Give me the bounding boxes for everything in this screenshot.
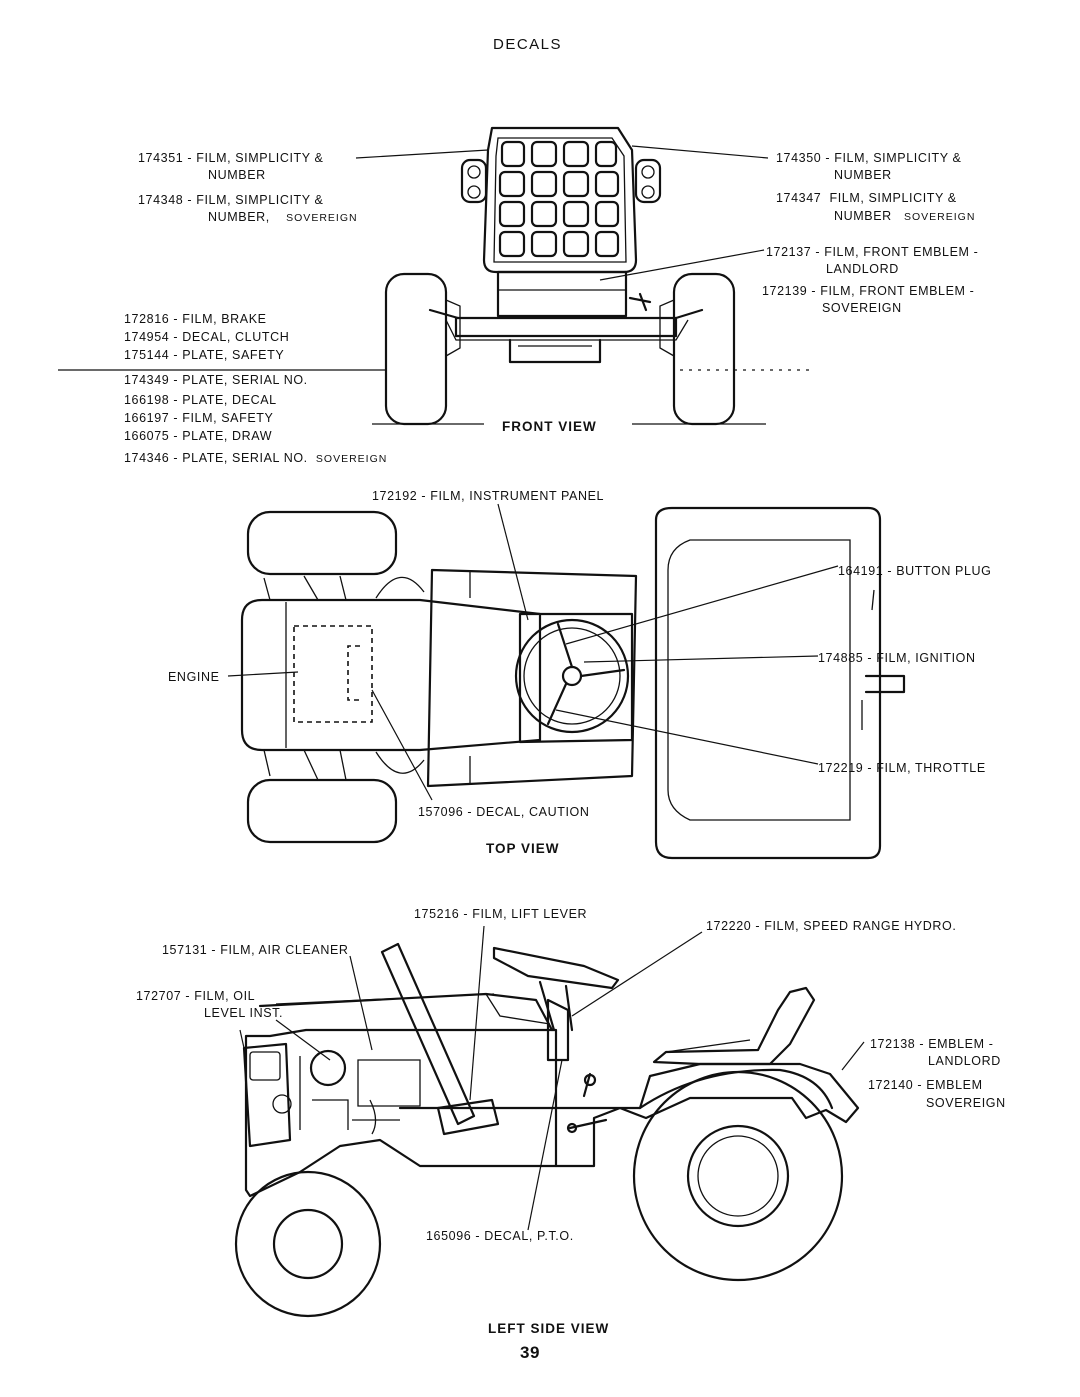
label-174348: 174348 - FILM, SIMPLICITY & bbox=[138, 193, 324, 207]
label-174346: 174346 - PLATE, SERIAL NO. SOVEREIGN bbox=[124, 451, 388, 465]
label-172220: 172220 - FILM, SPEED RANGE HYDRO. bbox=[706, 919, 957, 933]
label-172137: 172137 - FILM, FRONT EMBLEM - bbox=[766, 245, 979, 259]
label-174348-cont: NUMBER, SOVEREIGN bbox=[208, 210, 358, 224]
left-side-view-caption: LEFT SIDE VIEW bbox=[488, 1321, 610, 1336]
label-174351: 174351 - FILM, SIMPLICITY & bbox=[138, 151, 324, 165]
label-172707: 172707 - FILM, OIL bbox=[136, 989, 256, 1003]
label-164191: 164191 - BUTTON PLUG bbox=[838, 564, 992, 578]
label-174349: 174349 - PLATE, SERIAL NO. bbox=[124, 373, 308, 387]
label-172139: 172139 - FILM, FRONT EMBLEM - bbox=[762, 284, 975, 298]
top-view-drawing bbox=[227, 503, 906, 860]
side-view-drawing bbox=[234, 925, 865, 1318]
label-172219: 172219 - FILM, THROTTLE bbox=[818, 761, 986, 775]
label-157096: 157096 - DECAL, CAUTION bbox=[418, 805, 590, 819]
front-view-drawing bbox=[58, 126, 812, 426]
label-157131: 157131 - FILM, AIR CLEANER bbox=[162, 943, 349, 957]
label-172816: 172816 - FILM, BRAKE bbox=[124, 312, 267, 326]
top-view-caption: TOP VIEW bbox=[486, 841, 560, 856]
label-175216: 175216 - FILM, LIFT LEVER bbox=[414, 907, 588, 921]
label-172192: 172192 - FILM, INSTRUMENT PANEL bbox=[372, 489, 605, 503]
label-172707-cont: LEVEL INST. bbox=[204, 1006, 284, 1020]
label-165096: 165096 - DECAL, P.T.O. bbox=[426, 1229, 574, 1243]
label-172139-cont: SOVEREIGN bbox=[822, 301, 902, 315]
label-174885: 174885 - FILM, IGNITION bbox=[818, 651, 976, 665]
label-172138: 172138 - EMBLEM - bbox=[870, 1037, 994, 1051]
label-172137-cont: LANDLORD bbox=[826, 262, 899, 276]
label-172140: 172140 - EMBLEM bbox=[868, 1078, 983, 1092]
label-174350: 174350 - FILM, SIMPLICITY & bbox=[776, 151, 962, 165]
label-175144: 175144 - PLATE, SAFETY bbox=[124, 348, 285, 362]
label-174347: 174347 FILM, SIMPLICITY & bbox=[776, 191, 957, 205]
label-172140-cont: SOVEREIGN bbox=[926, 1096, 1006, 1110]
front-view-caption: FRONT VIEW bbox=[502, 419, 597, 434]
page-number: 39 bbox=[520, 1343, 541, 1362]
label-174954: 174954 - DECAL, CLUTCH bbox=[124, 330, 290, 344]
page-title: DECALS bbox=[493, 36, 563, 53]
label-172138-cont: LANDLORD bbox=[928, 1054, 1001, 1068]
label-174351-cont: NUMBER bbox=[208, 168, 266, 182]
label-166197: 166197 - FILM, SAFETY bbox=[124, 411, 274, 425]
label-166198: 166198 - PLATE, DECAL bbox=[124, 393, 277, 407]
label-174350-cont: NUMBER bbox=[834, 168, 892, 182]
label-174347-cont: NUMBER SOVEREIGN bbox=[834, 209, 976, 223]
label-166075: 166075 - PLATE, DRAW bbox=[124, 429, 273, 443]
label-engine: ENGINE bbox=[168, 670, 220, 684]
